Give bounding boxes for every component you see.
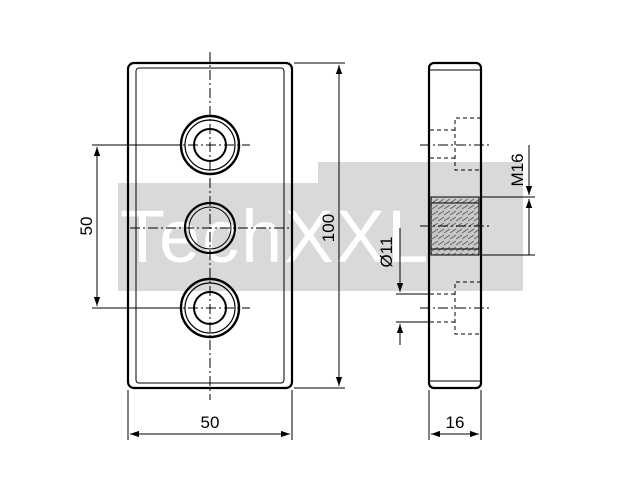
side-bottom-counterbore (420, 281, 490, 335)
side-top-counterbore (420, 117, 490, 171)
height-label: 100 (319, 214, 338, 242)
dimension-thickness: 16 (428, 390, 482, 440)
hole-spacing-label: 50 (77, 217, 96, 236)
width-label: 50 (201, 413, 220, 432)
dimension-height: 100 (294, 62, 345, 389)
dimension-counterbore: Ø11 (377, 228, 429, 345)
middle-threaded-hole (183, 201, 237, 255)
thickness-label: 16 (446, 413, 465, 432)
watermark-text: TechXXL (120, 195, 430, 278)
bottom-counterbore-hole (170, 277, 250, 339)
side-view (420, 61, 490, 390)
dimension-thread: M16 (481, 145, 535, 256)
side-thread (420, 196, 490, 256)
counterbore-label: Ø11 (377, 237, 396, 268)
dimension-hole-spacing: 50 (77, 144, 182, 309)
thread-label: M16 (508, 153, 527, 186)
plate-outline (126, 61, 294, 390)
dimension-width: 50 (127, 390, 293, 440)
